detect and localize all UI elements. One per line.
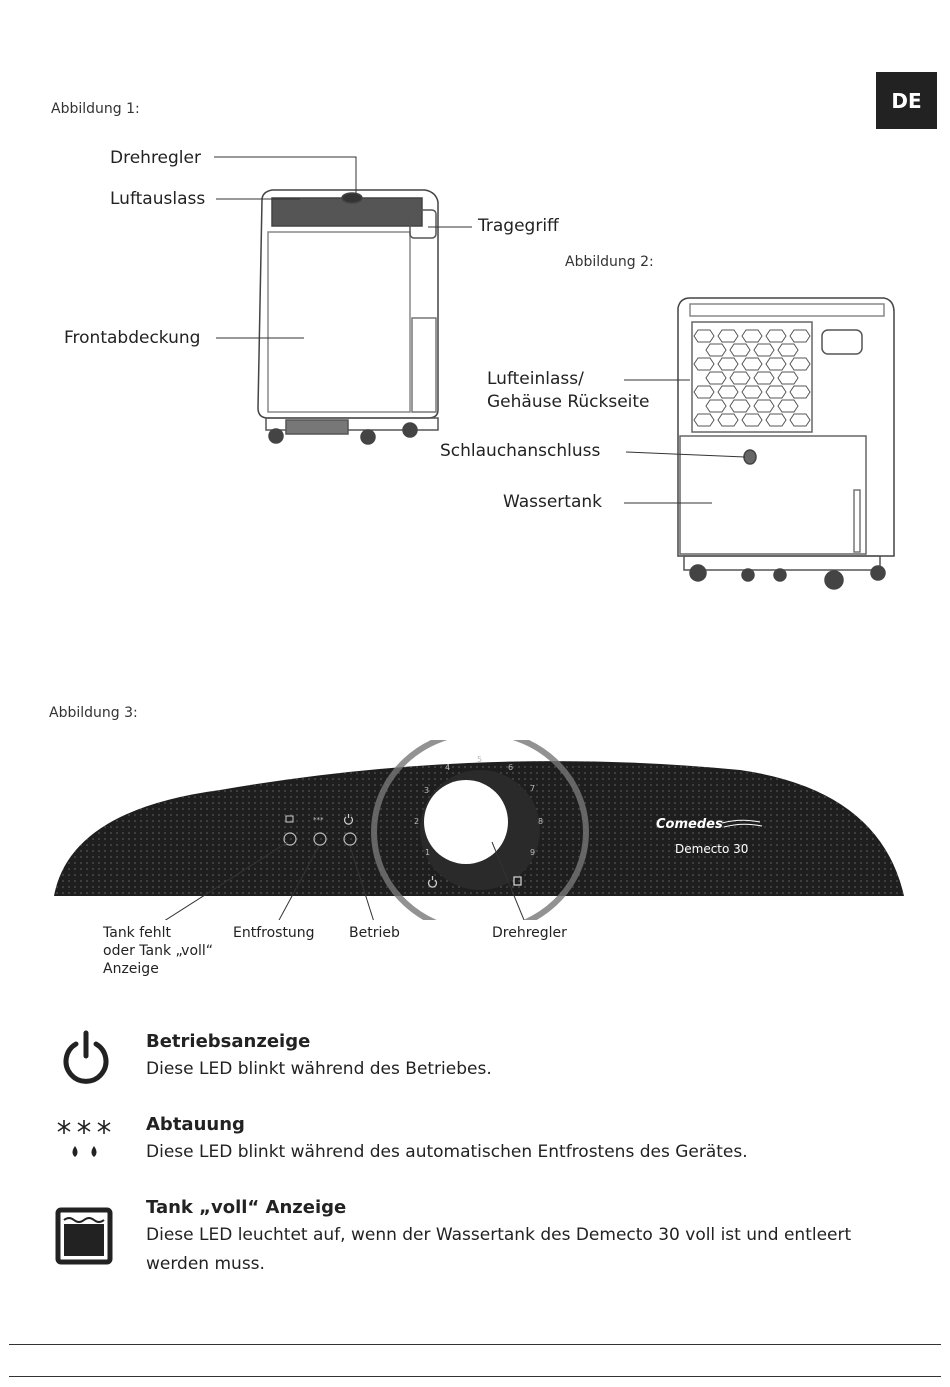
tank-full-icon: [55, 1207, 113, 1265]
label-front-cover: Frontabdeckung: [64, 328, 201, 348]
dial-number: 6: [508, 763, 513, 772]
tank-led-icon: [285, 815, 294, 823]
label-knob: Drehregler: [110, 148, 201, 168]
rear-grille-pattern: [693, 329, 811, 427]
legend-desc-tank-line2: werden muss.: [146, 1254, 265, 1274]
dial-numbers: 1 2 3 4 5 6 7 8 9: [414, 755, 543, 857]
dial-number: 8: [538, 817, 543, 826]
dial-number: 7: [530, 784, 535, 793]
footer-rule-top: [9, 1344, 941, 1345]
defrost-icon: [57, 1120, 111, 1157]
power-led: [343, 832, 357, 846]
figure1-caption: Abbildung 1:: [51, 101, 140, 117]
legend-desc-operation: Diese LED blinkt während des Betriebes.: [146, 1059, 492, 1079]
dial-number: 2: [414, 817, 419, 826]
dial-tank-icon: [513, 876, 522, 886]
dial-number: 9: [530, 848, 535, 857]
label-air-inlet-line1: Lufteinlass/: [487, 369, 584, 389]
figure1-illustration: [214, 156, 895, 590]
dial-number: 3: [424, 786, 429, 795]
label-operation: Betrieb: [349, 925, 400, 941]
label-water-tank: Wassertank: [503, 492, 603, 512]
label-tank-line3: Anzeige: [103, 961, 159, 977]
figure2-caption: Abbildung 2:: [565, 254, 654, 270]
label-tank-indicator: Tank fehlt oder Tank „voll“ Anzeige: [103, 924, 213, 978]
defrost-led-icon: ***: [313, 816, 324, 824]
label-air-inlet-line2: Gehäuse Rückseite: [487, 392, 650, 412]
label-tank-line2: oder Tank „voll“: [103, 943, 214, 959]
brand-logo: Comedes: [656, 817, 723, 832]
footer-rule-bottom: [9, 1376, 941, 1377]
dial-power-icon: [427, 879, 438, 888]
language-tab: DE: [876, 72, 937, 129]
figure3-caption: Abbildung 3:: [49, 705, 138, 721]
legend-desc-tank-line1: Diese LED leuchtet auf, wenn der Wassert…: [146, 1225, 852, 1245]
dehumidifier-front-view: [257, 189, 439, 445]
legend-title-defrost: Abtauung: [146, 1114, 245, 1135]
legend-title-tank: Tank „voll“ Anzeige: [146, 1197, 347, 1218]
dehumidifier-rear-view: [677, 297, 895, 590]
dial-number: 5: [477, 755, 482, 764]
legend-title-operation: Betriebsanzeige: [146, 1031, 311, 1052]
label-handle: Tragegriff: [478, 216, 559, 236]
power-icon: [63, 1030, 109, 1084]
tank-led: [283, 832, 297, 846]
label-air-outlet: Luftauslass: [110, 189, 206, 209]
model-name: Demecto 30: [675, 842, 748, 856]
status-leds: ***: [283, 814, 357, 846]
label-knob-fig3: Drehregler: [492, 925, 567, 941]
label-hose-connection: Schlauchanschluss: [440, 441, 601, 461]
dial-number: 4: [445, 763, 450, 772]
label-defrost: Entfrostung: [233, 925, 315, 941]
legend-desc-defrost: Diese LED blinkt während des automatisch…: [146, 1142, 748, 1162]
defrost-led: [313, 832, 327, 846]
label-tank-line1: Tank fehlt: [103, 925, 172, 941]
dial-number: 1: [425, 848, 430, 857]
control-panel-illustration: 1 2 3 4 5 6 7 8 9 *** Comedes Demecto 30: [54, 740, 904, 920]
power-led-icon: [343, 814, 354, 825]
